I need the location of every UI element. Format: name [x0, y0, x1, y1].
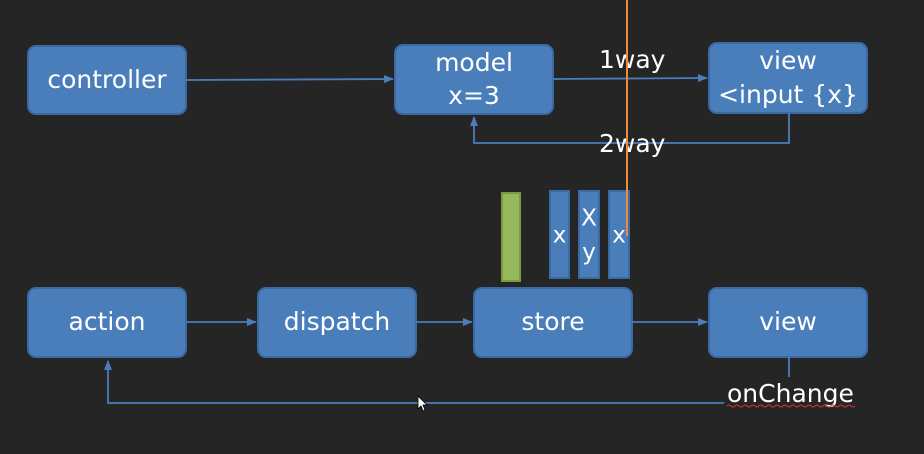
- dispatch-node: dispatch: [257, 287, 417, 358]
- stack-col2-bottom-label: y: [582, 240, 596, 266]
- edge-2way-label: 2way: [599, 129, 666, 158]
- edge-model-view: [552, 74, 708, 83]
- spellcheck-squiggle: [726, 404, 856, 408]
- edge-1way-label: 1way: [599, 45, 666, 74]
- edge-view-model: [470, 113, 790, 144]
- edge-onchange-label: onChange: [727, 379, 854, 408]
- stack-column-1: x: [549, 190, 570, 279]
- onchange-label-bg: [724, 377, 856, 409]
- stack-col1-label: x: [553, 223, 567, 249]
- action-node: action: [27, 287, 187, 358]
- stack-col2-top-label: X: [581, 206, 597, 232]
- stack-col3-label: x: [612, 223, 626, 249]
- model-label: model: [435, 48, 513, 77]
- view-top-input-label: <input {x}: [718, 80, 858, 109]
- model-value-label: x=3: [448, 81, 500, 110]
- view-node-bottom: view: [708, 287, 868, 358]
- view-top-label: view: [759, 46, 817, 75]
- store-label: store: [521, 307, 584, 336]
- action-label: action: [69, 307, 146, 336]
- dispatch-label: dispatch: [284, 307, 390, 336]
- model-node: model x=3: [394, 44, 554, 115]
- stack-column-3: x: [608, 190, 630, 279]
- store-node: store: [473, 287, 633, 358]
- edge-controller-model: [185, 75, 394, 84]
- view-bottom-label: view: [759, 307, 817, 336]
- stack-column-2: X y: [578, 190, 600, 279]
- controller-node: controller: [27, 45, 187, 115]
- view-node-top: view <input {x}: [708, 42, 868, 114]
- mouse-pointer-icon: [417, 395, 428, 412]
- green-bar: [501, 192, 521, 282]
- edge-view-action: [104, 357, 790, 404]
- controller-label: controller: [47, 65, 167, 94]
